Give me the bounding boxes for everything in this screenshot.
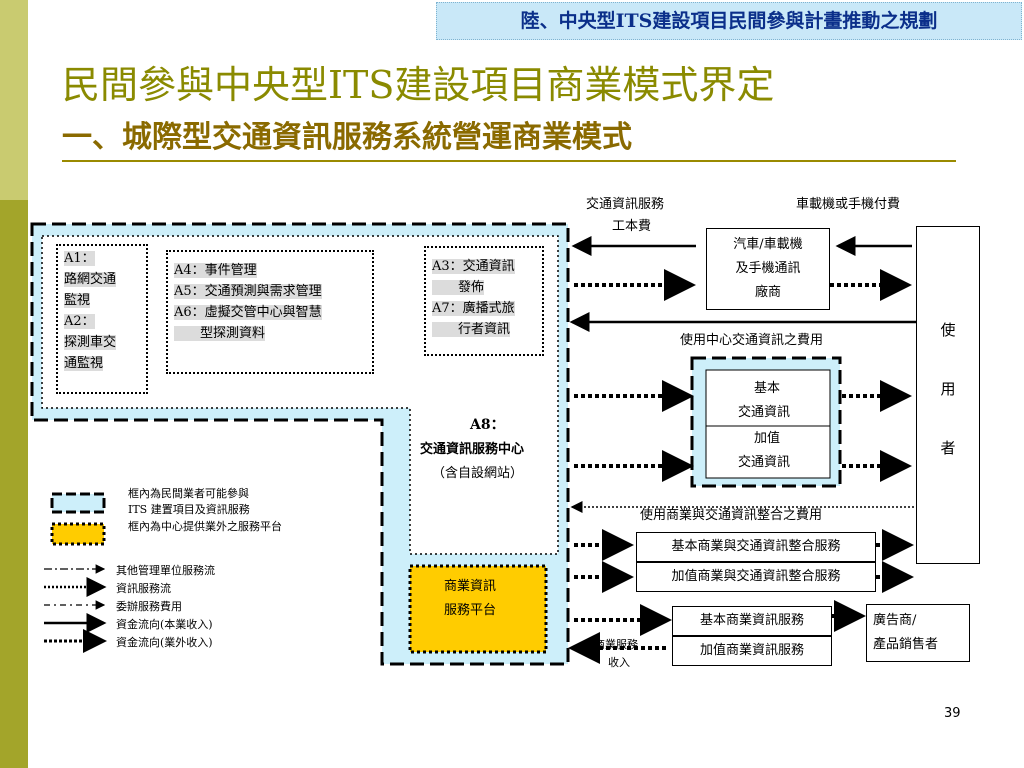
commercial-platform-line1: 商業資訊 (444, 579, 497, 594)
legend-dashed-text1: 框內為民間業者可能參與 (128, 487, 249, 500)
value-traffic-line1: 加值 (754, 431, 781, 446)
title-divider (62, 160, 956, 162)
a7-line2: 行者資訊 (432, 322, 511, 337)
center-fee-label: 使用中心交通資訊之費用 (680, 333, 824, 348)
legend-line-core-income: 資金流向(本業收入) (116, 618, 213, 631)
advertiser-box: 廣告商/ 產品銷售者 (866, 604, 970, 662)
page-number: 39 (944, 706, 961, 721)
commercial-income-line1: 商業服務 (594, 638, 638, 651)
a6-line1: A6：虛擬交管中心與智慧 (174, 305, 322, 320)
advertiser-line1: 廣告商/ (873, 613, 917, 628)
a4-a6-box: A4：事件管理 A5：交通預測與需求管理 A6：虛擬交管中心與智慧 型探測資料 (166, 250, 374, 374)
car-vendor-line2: 及手機通訊 (735, 261, 801, 276)
integration-fee-label: 使用商業與交通資訊整合之費用 (640, 508, 823, 523)
user-char1: 使 (940, 321, 956, 339)
a8-note: （含自設網站） (432, 466, 524, 481)
legend-line-commission: 委辦服務費用 (116, 600, 182, 613)
a3-line2: 發佈 (432, 280, 485, 295)
legend-line-info: 資訊服務流 (116, 582, 171, 595)
a1-title: A1： (64, 251, 95, 266)
user-char2: 用 (940, 380, 956, 398)
a5-line: A5：交通預測與需求管理 (174, 284, 322, 299)
a3-line1: A3：交通資訊 (432, 259, 515, 274)
a8-name: 交通資訊服務中心 (420, 442, 525, 457)
side-band-light (0, 0, 28, 200)
value-traffic-line2: 交通資訊 (738, 455, 791, 470)
a8-title: A8： (470, 417, 505, 433)
payment-label: 車載機或手機付費 (796, 197, 901, 212)
a2-title: A2： (64, 314, 95, 329)
a7-line1: A7：廣播式旅 (432, 301, 515, 316)
a6-line2: 型探測資料 (174, 326, 266, 341)
commercial-income-line2: 收入 (608, 656, 630, 669)
user-box: 使 用 者 (916, 226, 980, 564)
legend-yellow-box (50, 522, 106, 546)
value-commercial-box: 加值商業資訊服務 (672, 636, 832, 666)
advertiser-line2: 產品銷售者 (873, 637, 939, 652)
top-banner: 陸、中央型ITS建設項目民間參與計畫推動之規劃 (436, 2, 1022, 40)
a1-line2: 監視 (64, 293, 91, 308)
basic-traffic-line1: 基本 (754, 381, 781, 396)
a3-a7-box: A3：交通資訊 發佈 A7：廣播式旅 行者資訊 (424, 246, 544, 356)
user-char3: 者 (940, 439, 956, 457)
basic-traffic-line2: 交通資訊 (738, 405, 791, 420)
fee-label-line1: 交通資訊服務 (586, 197, 665, 212)
page-title: 民間參與中央型ITS建設項目商業模式界定 (62, 63, 775, 107)
legend-line-other: 其他管理單位服務流 (116, 564, 215, 577)
basic-commercial-box: 基本商業資訊服務 (672, 606, 832, 636)
a2-line2: 通監視 (64, 356, 104, 371)
a4-line: A4：事件管理 (174, 263, 257, 278)
legend-dashed-box (50, 492, 106, 514)
a1-a2-box: A1： 路網交通 監視 A2： 探測車交 通監視 (56, 244, 148, 394)
fee-label-line2: 工本費 (612, 219, 652, 234)
a1-line1: 路網交通 (64, 272, 117, 287)
legend-yellow-text: 框內為中心提供業外之服務平台 (128, 520, 282, 533)
car-vendor-box: 汽車/車載機 及手機通訊 廠商 (706, 228, 830, 310)
commercial-platform-line2: 服務平台 (444, 603, 497, 618)
commercial-platform-box (408, 564, 548, 654)
car-vendor-line3: 廠商 (754, 285, 781, 300)
side-band-mid (0, 200, 28, 768)
page-subtitle: 一、城際型交通資訊服務系統營運商業模式 (62, 120, 632, 155)
value-integration-box: 加值商業與交通資訊整合服務 (636, 562, 876, 592)
a2-line1: 探測車交 (64, 335, 117, 350)
legend-dashed-text2: ITS 建置項目及資訊服務 (128, 503, 250, 516)
legend-line-other-income: 資金流向(業外收入) (116, 636, 213, 649)
basic-integration-box: 基本商業與交通資訊整合服務 (636, 532, 876, 562)
car-vendor-line1: 汽車/車載機 (733, 237, 803, 252)
